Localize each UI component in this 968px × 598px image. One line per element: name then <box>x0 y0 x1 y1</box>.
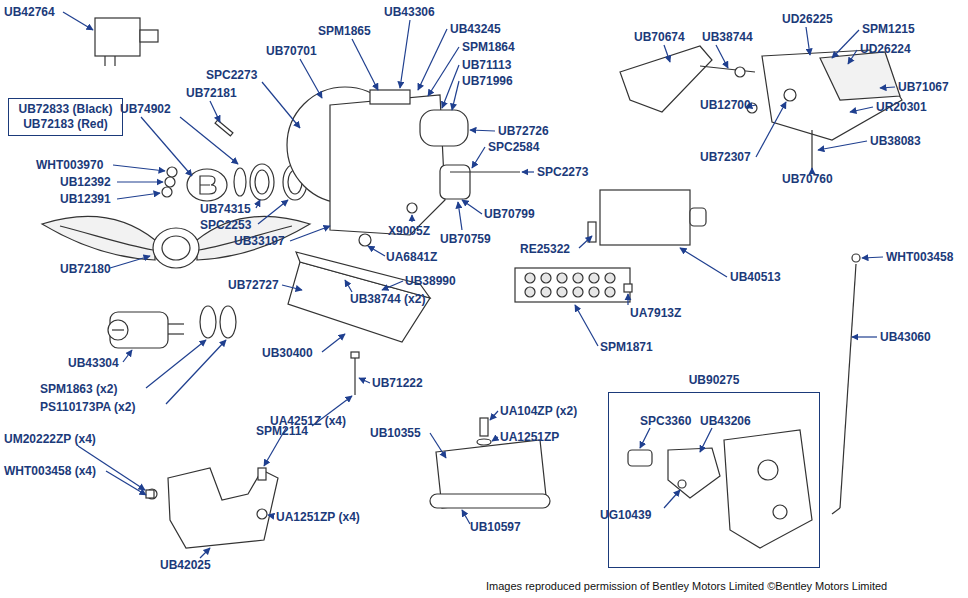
part-number: UD26225 <box>782 12 833 26</box>
part-number: UB10355 <box>370 426 421 440</box>
part-number: UB72180 <box>60 262 111 276</box>
assembly-box: UB90275 <box>608 392 820 568</box>
part-number: X9005Z <box>388 224 430 238</box>
part-number: SPM1863 (x2) <box>40 382 117 396</box>
part-number: UB43206 <box>700 414 751 428</box>
assembly-heading: UB90275 <box>609 373 819 388</box>
part-number: WHT003458 (x4) <box>4 464 96 478</box>
part-number: SPC3360 <box>640 414 691 428</box>
part-number: SPC2273 <box>537 165 588 179</box>
part-number: UB71113 <box>462 58 511 72</box>
part-number: UB40513 <box>730 270 781 284</box>
part-number: UB43245 <box>450 22 501 36</box>
part-number: UB38083 <box>870 134 921 148</box>
part-number: SPM1864 <box>462 40 515 54</box>
part-number: UM20222ZP (x4) <box>4 432 96 446</box>
part-number: UB42025 <box>160 558 211 572</box>
part-number: UB70674 <box>634 30 685 44</box>
part-number: UR20301 <box>876 100 927 114</box>
part-number: UB33197 <box>234 234 285 248</box>
part-number: UA4251Z (x4) <box>270 414 346 428</box>
copyright-note: Images reproduced permission of Bentley … <box>486 579 887 593</box>
part-number: UB38744 (x2) <box>350 292 425 306</box>
part-number: UB74315 <box>200 202 251 216</box>
part-number: WHT003970 <box>36 158 103 172</box>
part-number: UB72727 <box>228 278 279 292</box>
part-number: UB72307 <box>700 150 751 164</box>
part-number: UB70759 <box>440 232 491 246</box>
part-number: WHT003458 <box>886 250 953 264</box>
part-number: UB71222 <box>372 376 423 390</box>
part-number: PS110173PA (x2) <box>40 400 135 414</box>
part-number: UA104ZP (x2) <box>500 404 577 418</box>
part-number: UB72833 (Black) <box>17 102 114 117</box>
part-number: UA1251ZP (x4) <box>276 510 360 524</box>
part-number: UB72183 (Red) <box>17 117 114 132</box>
part-number: UA7913Z <box>630 306 681 320</box>
part-number: UD26224 <box>860 42 911 56</box>
part-number: SPC2253 <box>200 218 251 232</box>
part-number: UA1251ZP <box>500 430 559 444</box>
part-number: UB43306 <box>384 5 435 19</box>
part-number: SPM1215 <box>862 22 915 36</box>
part-number: UB12391 <box>60 192 111 206</box>
part-number: UB38744 <box>702 30 753 44</box>
part-number-box: UB72833 (Black)UB72183 (Red) <box>8 98 123 136</box>
part-number: UB71996 <box>462 74 513 88</box>
part-number: SPC2273 <box>206 68 257 82</box>
part-number: UB74902 <box>120 102 171 116</box>
part-number: UB70701 <box>266 44 317 58</box>
part-number: SPC2584 <box>488 140 539 154</box>
part-number: UB12392 <box>60 175 111 189</box>
part-number: UB72726 <box>498 124 549 138</box>
part-number: UB42764 <box>4 5 55 19</box>
part-number: SPM1865 <box>318 24 371 38</box>
part-number: UB70760 <box>782 172 833 186</box>
part-number: UB71067 <box>898 80 949 94</box>
part-number: UB43060 <box>880 330 931 344</box>
part-number: RE25322 <box>520 242 570 256</box>
part-number: UB43304 <box>68 356 119 370</box>
part-number: UB30400 <box>262 346 313 360</box>
part-number: UB38990 <box>405 274 456 288</box>
part-number: UB70799 <box>484 207 535 221</box>
part-number: UB72181 <box>186 86 237 100</box>
part-number: UB12700 <box>700 98 751 112</box>
part-number: UB10597 <box>470 520 521 534</box>
part-number: SPM1871 <box>600 340 653 354</box>
part-number: UA6841Z <box>386 250 437 264</box>
